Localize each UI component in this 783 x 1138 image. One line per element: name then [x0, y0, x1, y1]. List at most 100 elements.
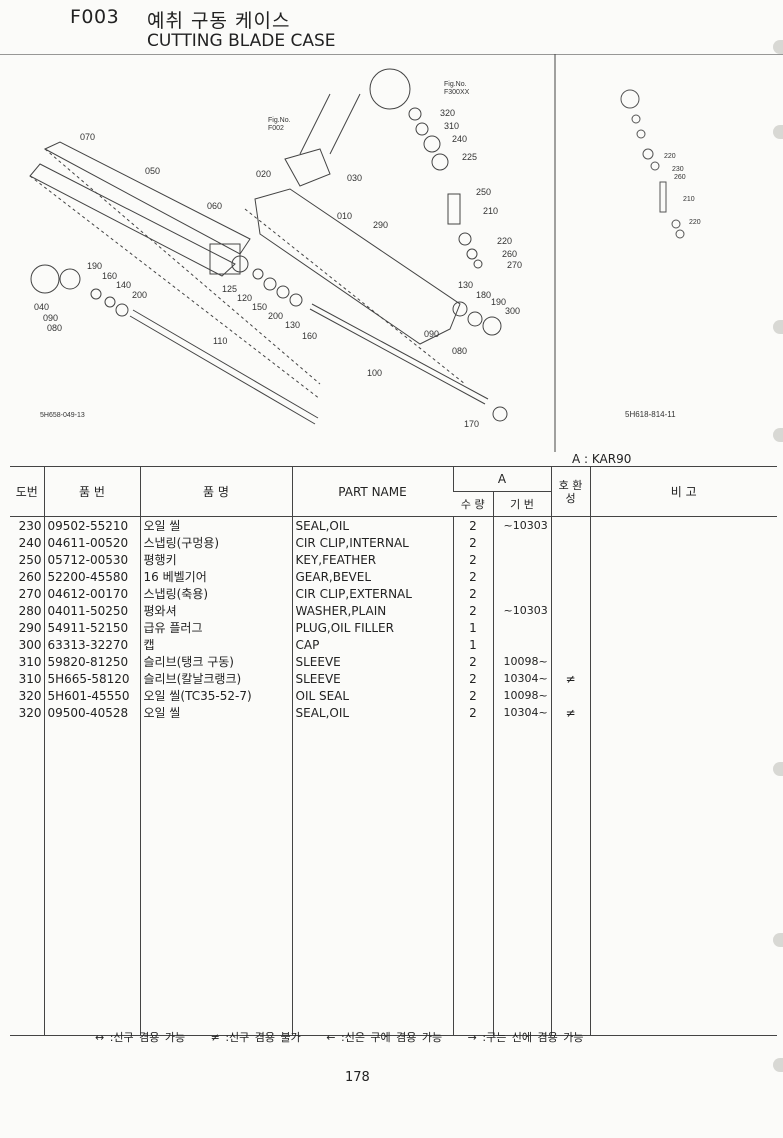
row-serial	[492, 568, 551, 585]
row-compat	[550, 602, 590, 619]
svg-text:210: 210	[483, 206, 498, 216]
row-qty: 2	[452, 551, 493, 568]
row-remarks	[589, 636, 777, 653]
blank-cell	[550, 721, 590, 1036]
row-part-name-ko: 평행키	[139, 551, 292, 568]
row-part-name-en: SLEEVE	[291, 670, 453, 687]
row-serial: ~10303	[492, 516, 551, 534]
svg-text:070: 070	[80, 132, 95, 142]
svg-text:160: 160	[302, 331, 317, 341]
svg-text:120: 120	[237, 293, 252, 303]
svg-text:080: 080	[452, 346, 467, 356]
table-blank-area	[10, 721, 777, 1036]
svg-text:130: 130	[285, 320, 300, 330]
header-part-name-ko: 품 명	[139, 466, 292, 517]
parts-table: 도번 품 번 품 명 PART NAME A 호 환 성 비 고 수 량 기 번…	[10, 466, 777, 1036]
row-ref: 240	[18, 535, 42, 550]
blank-cell	[452, 721, 493, 1036]
svg-text:180: 180	[476, 290, 491, 300]
svg-text:F300XX: F300XX	[444, 89, 470, 96]
row-ref: 230	[18, 518, 42, 533]
header-part-name-en: PART NAME	[291, 466, 453, 517]
row-part-no: 59820-81250	[43, 653, 140, 670]
row-part-name-en: CIR CLIP,INTERNAL	[291, 534, 453, 551]
svg-text:050: 050	[145, 166, 160, 176]
row-part-no: 04611-00520	[43, 534, 140, 551]
row-remarks	[589, 516, 777, 534]
row-compat	[550, 551, 590, 568]
binder-hole	[773, 933, 783, 947]
legend-item: ← :신은 구에 겸용 가능	[326, 1031, 443, 1044]
row-remarks	[589, 551, 777, 568]
row-serial: 10304~	[492, 704, 551, 721]
row-part-no: 5H601-45550	[43, 687, 140, 704]
row-ref: 310	[18, 654, 42, 669]
row-part-name-en: CAP	[291, 636, 453, 653]
page-title-korean: 예취 구동 케이스	[147, 10, 291, 32]
row-part-name-ko: 스냅링(구멍용)	[139, 534, 292, 551]
row-ref: 310	[18, 671, 42, 686]
row-serial	[492, 636, 551, 653]
row-part-name-en: OIL SEAL	[291, 687, 453, 704]
svg-text:225: 225	[462, 152, 477, 162]
row-qty: 2	[452, 653, 493, 670]
row-compat	[550, 568, 590, 585]
row-part-name-en: SLEEVE	[291, 653, 453, 670]
row-part-name-ko: 슬리브(탱크 구동)	[139, 653, 292, 670]
svg-text:5H618-814-11: 5H618-814-11	[625, 410, 676, 419]
row-remarks	[589, 704, 777, 721]
row-serial: 10098~	[492, 653, 551, 670]
row-part-name-en: SEAL,OIL	[291, 704, 453, 721]
blank-cell	[291, 721, 453, 1036]
svg-text:125: 125	[222, 284, 237, 294]
svg-text:110: 110	[213, 336, 227, 346]
row-ref: 270	[18, 586, 42, 601]
row-ref: 260	[18, 569, 42, 584]
page-title-english: CUTTING BLADE CASE	[147, 31, 336, 51]
row-part-name-ko: 16 베벨기어	[139, 568, 292, 585]
svg-text:Fig.No.: Fig.No.	[444, 81, 467, 88]
row-part-name-ko: 캡	[139, 636, 292, 653]
row-remarks	[589, 534, 777, 551]
svg-text:200: 200	[132, 290, 147, 300]
svg-text:270: 270	[507, 260, 522, 270]
svg-text:200: 200	[268, 311, 283, 321]
svg-text:F002: F002	[268, 125, 284, 132]
row-qty: 2	[452, 602, 493, 619]
row-remarks	[589, 568, 777, 585]
svg-text:220: 220	[689, 219, 701, 226]
svg-text:170: 170	[464, 419, 479, 429]
row-part-no: 63313-32270	[43, 636, 140, 653]
svg-text:300: 300	[505, 306, 520, 316]
svg-text:260: 260	[502, 249, 517, 259]
row-part-name-en: KEY,FEATHER	[291, 551, 453, 568]
row-compat	[550, 585, 590, 602]
svg-text:260: 260	[674, 174, 686, 181]
blank-cell	[589, 721, 777, 1036]
svg-text:020: 020	[256, 169, 271, 179]
svg-text:320: 320	[440, 108, 455, 118]
row-serial: 10098~	[492, 687, 551, 704]
svg-text:190: 190	[491, 297, 506, 307]
header-serial: 기 번	[492, 491, 551, 517]
row-part-name-ko: 오일 씰	[139, 704, 292, 721]
row-qty: 2	[452, 670, 493, 687]
row-remarks	[589, 585, 777, 602]
blank-cell	[10, 721, 44, 1036]
row-ref: 280	[18, 603, 42, 618]
row-part-name-ko: 평와셔	[139, 602, 292, 619]
row-qty: 2	[452, 585, 493, 602]
svg-text:5H658-049-13: 5H658-049-13	[40, 412, 85, 419]
row-compat: ≠	[550, 704, 590, 721]
row-part-no: 54911-52150	[43, 619, 140, 636]
row-compat	[550, 687, 590, 704]
row-qty: 2	[452, 516, 493, 534]
row-compat	[550, 619, 590, 636]
binder-hole	[773, 1058, 783, 1072]
